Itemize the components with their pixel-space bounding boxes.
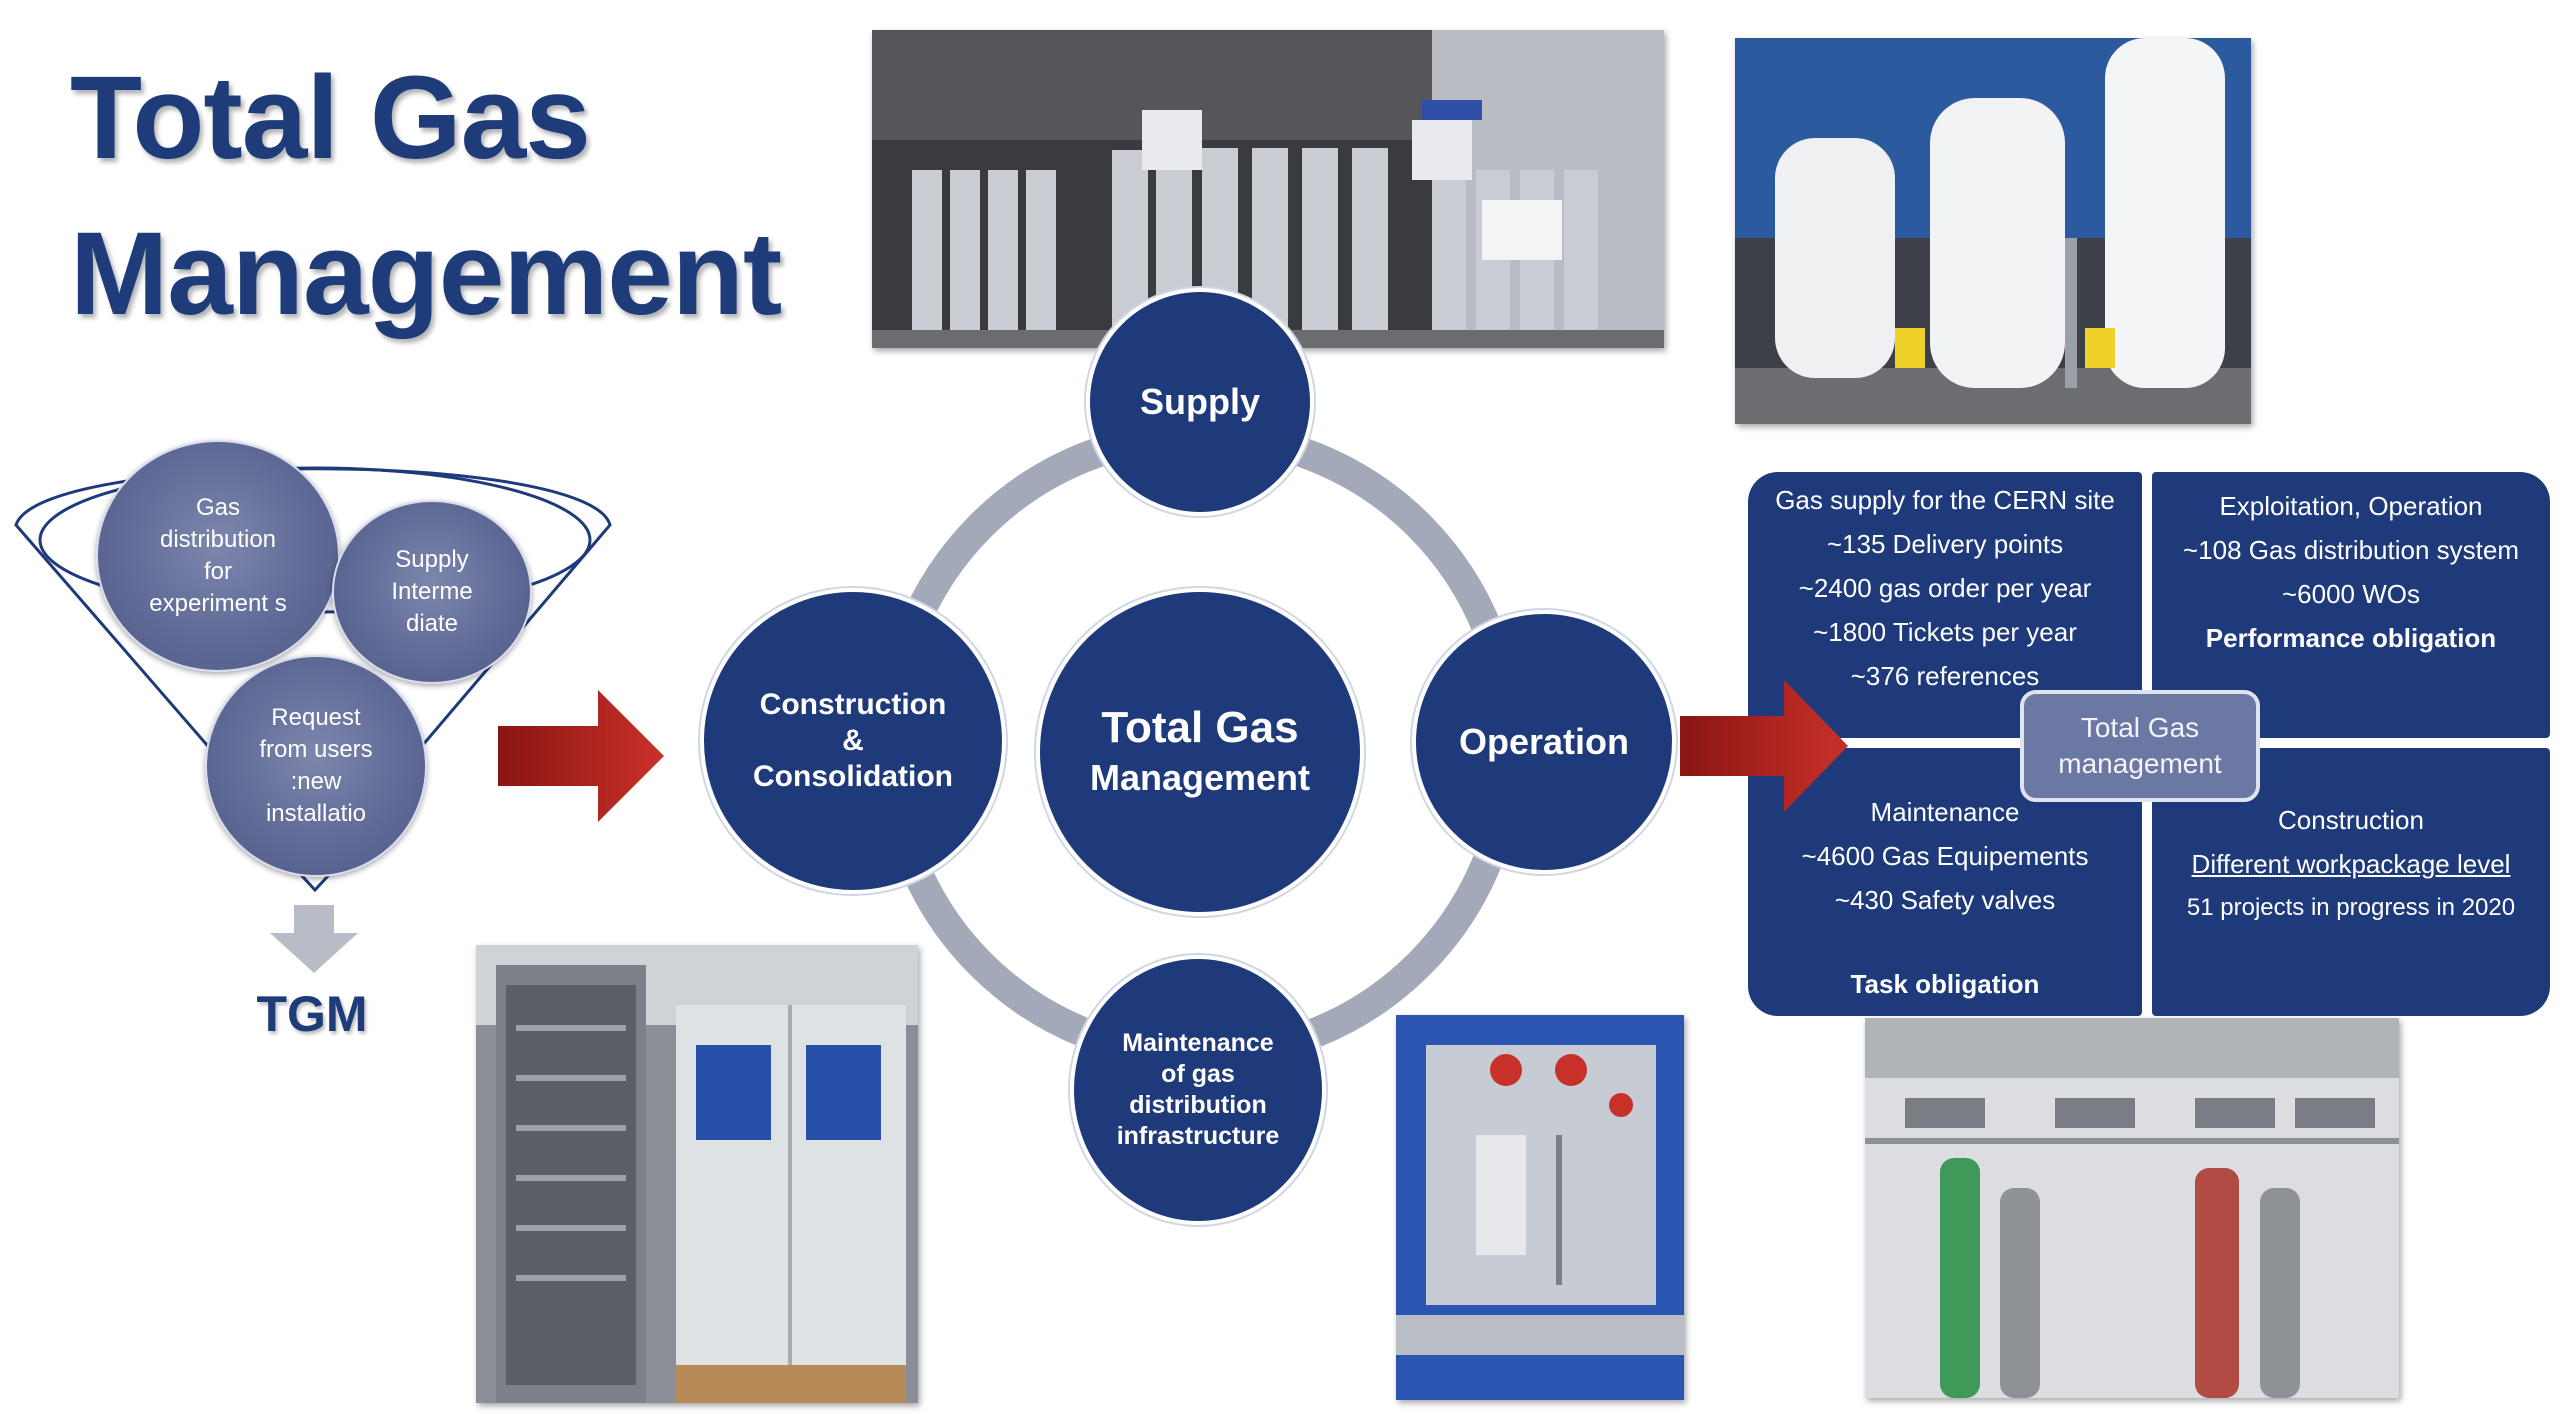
grid-supply-line-1: Gas supply for the CERN site: [1775, 485, 2115, 515]
grid-operation-line-1: Exploitation, Operation: [2219, 491, 2483, 521]
grid-operation-line-3: ~6000 WOs: [2281, 579, 2420, 609]
page-title: Total Gas Management: [70, 40, 870, 352]
gas-distribution-label: Gas distribution for experiment s: [149, 494, 287, 617]
request-bubble: Request from users :new installatio: [205, 655, 427, 877]
grid-operation-obligation: Performance obligation: [2205, 623, 2497, 653]
grid-supply-line-5: ~376 references: [1850, 661, 2040, 691]
grid-supply-line-2: ~135 Delivery points: [1826, 529, 2064, 559]
hub-operation-node: Operation: [1412, 610, 1676, 874]
hub-supply-label: Supply: [1139, 381, 1260, 422]
hub-maintenance-line-2: of gas: [1161, 1060, 1235, 1088]
grid-maintenance-line-1: Maintenance: [1870, 797, 2020, 827]
grid-construction-line-3: 51 projects in progress in 2020: [2186, 894, 2516, 921]
hub-construction-node: Construction & Consolidation: [700, 588, 1006, 894]
cylinder-manifold-photo: [1865, 1018, 2399, 1398]
grid-maintenance-line-3: ~430 Safety valves: [1834, 885, 2056, 915]
grid-operation-line-2: ~108 Gas distribution system: [2183, 535, 2519, 565]
gas-panel-photo: [1396, 1015, 1684, 1400]
storage-tanks-photo: [1735, 38, 2251, 424]
title-line-2: Management: [70, 208, 782, 340]
grid-center-box: Total Gas management: [2020, 690, 2260, 802]
grid-construction-line-1: Construction: [2278, 805, 2424, 835]
grid-center-line-2: management: [2058, 748, 2222, 779]
grid-center-line-1: Total Gas: [2080, 712, 2200, 743]
gas-distribution-bubble: Gas distribution for experiment s: [96, 440, 340, 672]
gas-cylinder-rack-photo: [872, 30, 1664, 348]
hub-operation-label: Operation: [1458, 721, 1629, 762]
down-arrow-icon: [270, 905, 358, 973]
hub-maintenance-line-4: infrastructure: [1116, 1122, 1280, 1150]
grid-supply-line-4: ~1800 Tickets per year: [1813, 617, 2077, 647]
hub-supply-node: Supply: [1086, 288, 1314, 516]
grid-maintenance-obligation: Task obligation: [1850, 969, 2040, 999]
right-arrow-icon-2: [1680, 680, 1848, 812]
hub-construction-line-1: Construction: [759, 688, 947, 721]
hub-construction-line-2: &: [842, 724, 864, 757]
grid-supply-line-3: ~2400 gas order per year: [1798, 573, 2092, 603]
title-line-1: Total Gas: [70, 52, 591, 184]
hub-center-line-1: Total Gas: [1101, 703, 1299, 752]
tgm-label: TGM: [256, 986, 368, 1042]
hub-construction-line-3: Consolidation: [753, 760, 953, 793]
hub-maintenance-line-1: Maintenance: [1122, 1029, 1274, 1057]
hub-maintenance-node: Maintenance of gas distribution infrastr…: [1070, 955, 1326, 1225]
gas-cabinets-photo: [476, 945, 918, 1403]
supply-intermediate-label: Supply Interme diate: [391, 546, 473, 637]
grid-maintenance-line-2: ~4600 Gas Equipements: [1801, 841, 2089, 871]
hub-center-node: Total Gas Management: [1036, 588, 1364, 916]
hub-center-line-2: Management: [1089, 757, 1311, 798]
hub-maintenance-line-3: distribution: [1129, 1091, 1267, 1119]
grid-construction-line-2: Different workpackage level: [2191, 849, 2511, 879]
right-arrow-icon: [498, 690, 664, 822]
request-label: Request from users :new installatio: [259, 704, 373, 827]
supply-intermediate-bubble: Supply Interme diate: [332, 500, 532, 684]
